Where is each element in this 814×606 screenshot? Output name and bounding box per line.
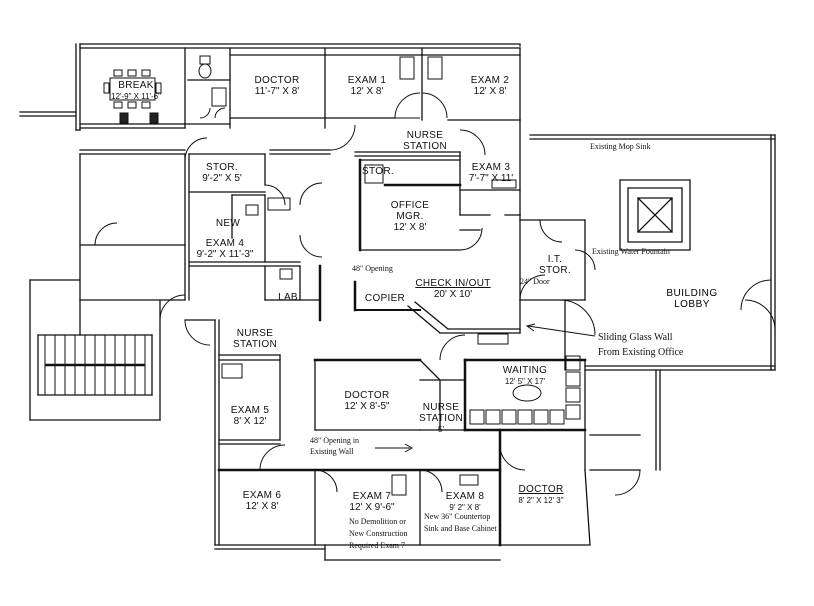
note-water-fountain: Existing Water Fountain [592, 247, 670, 256]
room-doctor-mid-dims: 12' X 8'-5" [344, 401, 390, 412]
room-nurse-station-left-title: NURSE [236, 328, 274, 339]
furniture [44, 55, 596, 496]
room-exam8-title: EXAM 8 [445, 491, 485, 502]
room-stor-left: STOR. 9'-2" X 5' [202, 162, 242, 184]
room-exam6: EXAM 6 12' X 8' [243, 490, 281, 512]
room-building-lobby: BUILDING LOBBY [666, 288, 717, 310]
note-opening-48: 48" Opening [352, 264, 393, 273]
room-building-lobby-title2: LOBBY [674, 299, 710, 310]
room-waiting-title: WAITING [502, 365, 548, 376]
room-nurse-station-top-title: NURSE [406, 130, 444, 141]
room-stor-left-dims: 9'-2" X 5' [202, 173, 242, 184]
room-waiting-dims: 12' 5" X 17' [504, 377, 546, 386]
room-nurse-station-left-title2: STATION [233, 339, 277, 350]
room-exam7-dims: 12' X 9'-6" [349, 502, 395, 513]
room-nurse-station-mid-dims: 5' [438, 425, 444, 434]
room-doctor-bottom-dims: 8' 2" X 12' 3" [518, 496, 564, 505]
room-exam8: EXAM 8 9' 2" X 8' [446, 491, 484, 513]
room-office-mgr-title2: MGR. [396, 211, 424, 222]
room-exam2-dims: 12' X 8' [473, 86, 507, 97]
room-doctor-bottom-title: DOCTOR [518, 484, 564, 495]
note-door-24: 24" Door [520, 277, 550, 286]
room-exam4: EXAM 4 9'-2" X 11'-3" [197, 238, 254, 260]
note-no-demo-3: Required Exam 7 [349, 541, 405, 550]
room-it-stor: I.T. STOR. [539, 254, 571, 276]
room-exam4-title: EXAM 4 [205, 238, 245, 249]
room-exam5-title: EXAM 5 [230, 405, 270, 416]
room-doctor-top-dims: 11'-7" X 8' [254, 86, 300, 97]
room-nurse-station-mid-title2: STATION [419, 413, 463, 424]
room-doctor-top: DOCTOR 11'-7" X 8' [255, 75, 300, 97]
note-sliding-glass-1: Sliding Glass Wall [598, 332, 673, 343]
room-doctor-mid: DOCTOR 12' X 8'-5" [344, 390, 389, 412]
note-sliding-glass-2: From Existing Office [598, 347, 684, 358]
room-exam3: EXAM 3 7'-7" X 11' [469, 162, 513, 184]
walls [19, 43, 776, 561]
room-exam5: EXAM 5 8' X 12' [231, 405, 269, 427]
room-break-dims: 12'-9" X 11'-6" [111, 92, 161, 101]
room-doctor-bottom: DOCTOR 8' 2" X 12' 3" [518, 484, 563, 506]
room-check-in: CHECK IN/OUT 20' X 10' [415, 278, 490, 300]
room-nurse-station-left: NURSE STATION [233, 328, 277, 350]
room-new-title: NEW [215, 218, 241, 229]
room-nurse-station-mid: NURSE STATION 5' [419, 402, 463, 435]
room-doctor-mid-title: DOCTOR [344, 390, 390, 401]
room-exam3-dims: 7'-7" X 11' [468, 173, 514, 184]
note-mop-sink: Existing Mop Sink [590, 142, 651, 151]
room-exam5-dims: 8' X 12' [233, 416, 267, 427]
room-building-lobby-title: BUILDING [666, 288, 718, 299]
room-office-mgr-dims: 12' X 8' [393, 222, 427, 233]
room-it-stor-title: I.T. [547, 254, 563, 265]
door-swings [94, 92, 776, 496]
room-exam1-title: EXAM 1 [347, 75, 387, 86]
room-nurse-station-top-title2: STATION [403, 141, 447, 152]
room-exam2: EXAM 2 12' X 8' [471, 75, 509, 97]
room-new: NEW [216, 218, 240, 229]
room-exam7-title: EXAM 7 [352, 491, 392, 502]
room-break: BREAK 12'-9" X 11'-6" [111, 80, 161, 102]
note-no-demo-1: No Demolition or [349, 517, 406, 526]
room-exam6-dims: 12' X 8' [245, 501, 279, 512]
room-lab: LAB [278, 292, 298, 303]
room-copier-title: COPIER [364, 293, 406, 304]
room-exam1-dims: 12' X 8' [350, 86, 384, 97]
room-exam6-title: EXAM 6 [242, 490, 282, 501]
room-exam8-dims: 9' 2" X 8' [449, 503, 481, 512]
room-exam3-title: EXAM 3 [471, 162, 511, 173]
room-stor-left-title: STOR. [206, 162, 238, 173]
note-no-demo-2: New Construction [349, 529, 408, 538]
note-countertop-1: New 36" Countertop [424, 512, 491, 521]
note-opening-existing-2: Existing Wall [310, 447, 354, 456]
room-office-mgr-title: OFFICE [390, 200, 430, 211]
room-it-stor-title2: STOR. [539, 265, 571, 276]
note-countertop-2: Sink and Base Cabinet [424, 524, 497, 533]
room-break-title: BREAK [118, 80, 154, 91]
room-exam7: EXAM 7 12' X 9'-6" [349, 491, 394, 513]
note-opening-existing-1: 48" Opening in [310, 436, 360, 445]
room-doctor-top-title: DOCTOR [254, 75, 300, 86]
room-exam4-dims: 9'-2" X 11'-3" [196, 249, 254, 260]
room-stor-mid: STOR. [362, 166, 394, 177]
room-waiting: WAITING 12' 5" X 17' [503, 365, 548, 387]
room-check-in-title: CHECK IN/OUT [415, 278, 491, 289]
room-copier: COPIER [365, 293, 405, 304]
room-nurse-station-mid-title: NURSE [422, 402, 460, 413]
room-nurse-station-top: NURSE STATION [403, 130, 447, 152]
room-lab-title: LAB [278, 292, 298, 303]
room-exam2-title: EXAM 2 [470, 75, 510, 86]
room-check-in-dims: 20' X 10' [433, 289, 473, 300]
room-stor-mid-title: STOR. [362, 166, 394, 177]
room-exam1: EXAM 1 12' X 8' [348, 75, 386, 97]
room-office-mgr: OFFICE MGR. 12' X 8' [391, 200, 429, 233]
